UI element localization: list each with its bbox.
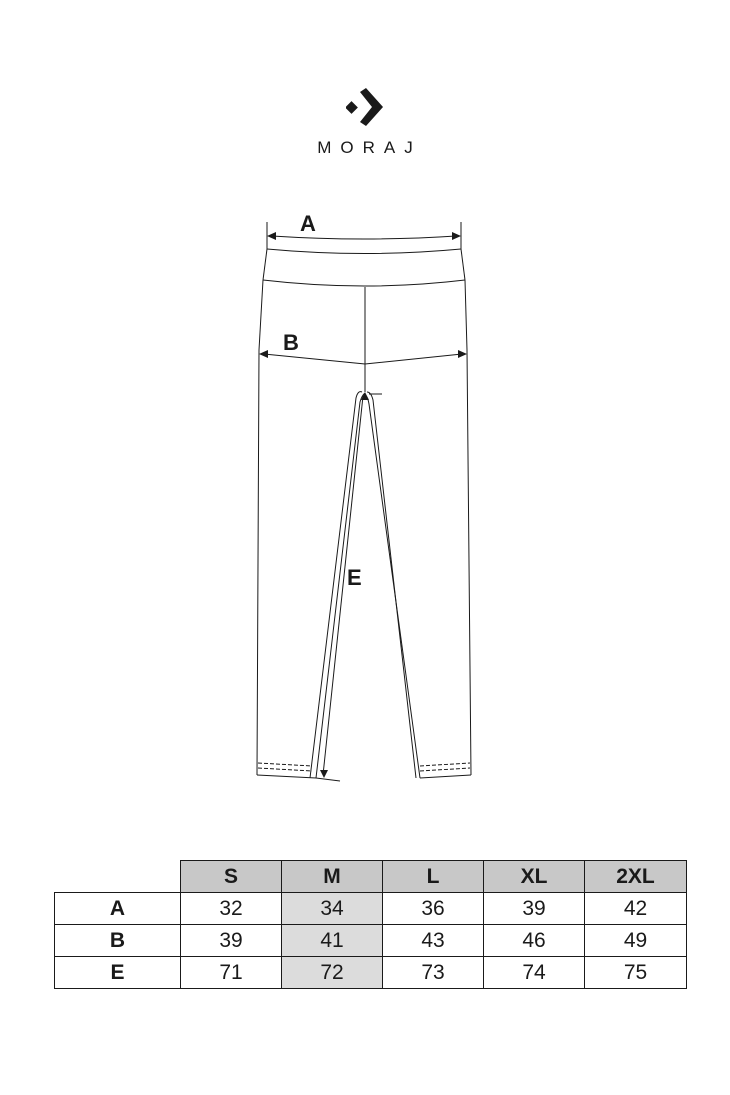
cell-highlighted: 41 <box>281 924 383 957</box>
table-row: E 71 72 73 74 75 <box>54 956 687 989</box>
label-e: E <box>347 565 362 590</box>
brand-name: MORAJ <box>317 138 422 157</box>
cell: 46 <box>483 924 585 957</box>
table-row: A 32 34 36 39 42 <box>54 892 687 925</box>
cell: 42 <box>584 892 687 925</box>
label-b: B <box>283 330 299 355</box>
row-label-e: E <box>54 956 181 989</box>
cell: 39 <box>180 924 282 957</box>
table-row: B 39 41 43 46 49 <box>54 924 687 957</box>
corner-cell <box>54 860 181 893</box>
label-a: A <box>300 211 316 236</box>
size-header-m: M <box>281 860 383 893</box>
cell: 36 <box>382 892 484 925</box>
cell: 74 <box>483 956 585 989</box>
cell: 39 <box>483 892 585 925</box>
size-chart: S M L XL 2XL A 32 34 36 39 42 B 39 41 43… <box>54 860 687 989</box>
cell: 73 <box>382 956 484 989</box>
cell: 49 <box>584 924 687 957</box>
header-row: S M L XL 2XL <box>54 860 687 893</box>
cell: 43 <box>382 924 484 957</box>
cell-highlighted: 72 <box>281 956 383 989</box>
cell: 32 <box>180 892 282 925</box>
size-header-l: L <box>382 860 484 893</box>
size-header-s: S <box>180 860 282 893</box>
cell: 71 <box>180 956 282 989</box>
size-table: S M L XL 2XL A 32 34 36 39 42 B 39 41 43… <box>54 860 687 989</box>
leggings-measurement-diagram: A B E <box>256 211 472 782</box>
cell-highlighted: 34 <box>281 892 383 925</box>
row-label-b: B <box>54 924 181 957</box>
size-header-xl: XL <box>483 860 585 893</box>
size-header-2xl: 2XL <box>584 860 687 893</box>
cell: 75 <box>584 956 687 989</box>
row-label-a: A <box>54 892 181 925</box>
diamond-chevron-logo-icon <box>346 88 383 126</box>
